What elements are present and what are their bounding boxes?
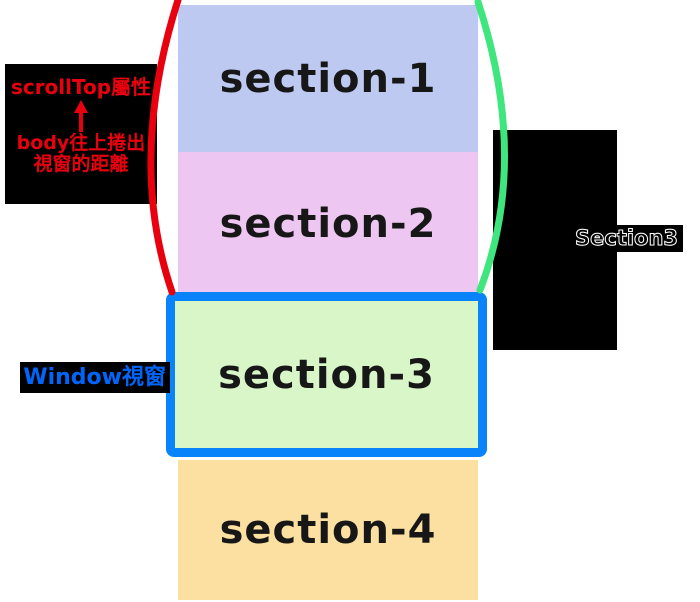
window-viewport-frame: section-3: [166, 292, 487, 457]
section-3-label: section-3: [218, 351, 435, 398]
section-4-label: section-4: [219, 507, 437, 553]
section-2-block: section-2: [178, 152, 478, 295]
scrolltop-note-desc-1: body往上捲出: [16, 132, 146, 154]
scrolltop-note-desc-2: 視窗的距離: [33, 153, 129, 175]
section-2-label: section-2: [219, 200, 437, 247]
scrolltop-note-title: scrollTop屬性: [10, 75, 152, 99]
right-note-label: Section3: [570, 225, 684, 252]
window-label: Window視窗: [20, 362, 170, 393]
scrolltop-note: scrollTop屬性 body往上捲出 視窗的距離: [5, 64, 157, 204]
section-1-block: section-1: [178, 5, 478, 152]
section-4-block: section-4: [178, 460, 478, 600]
up-arrow-icon: [5, 100, 157, 132]
section-1-label: section-1: [219, 55, 437, 102]
